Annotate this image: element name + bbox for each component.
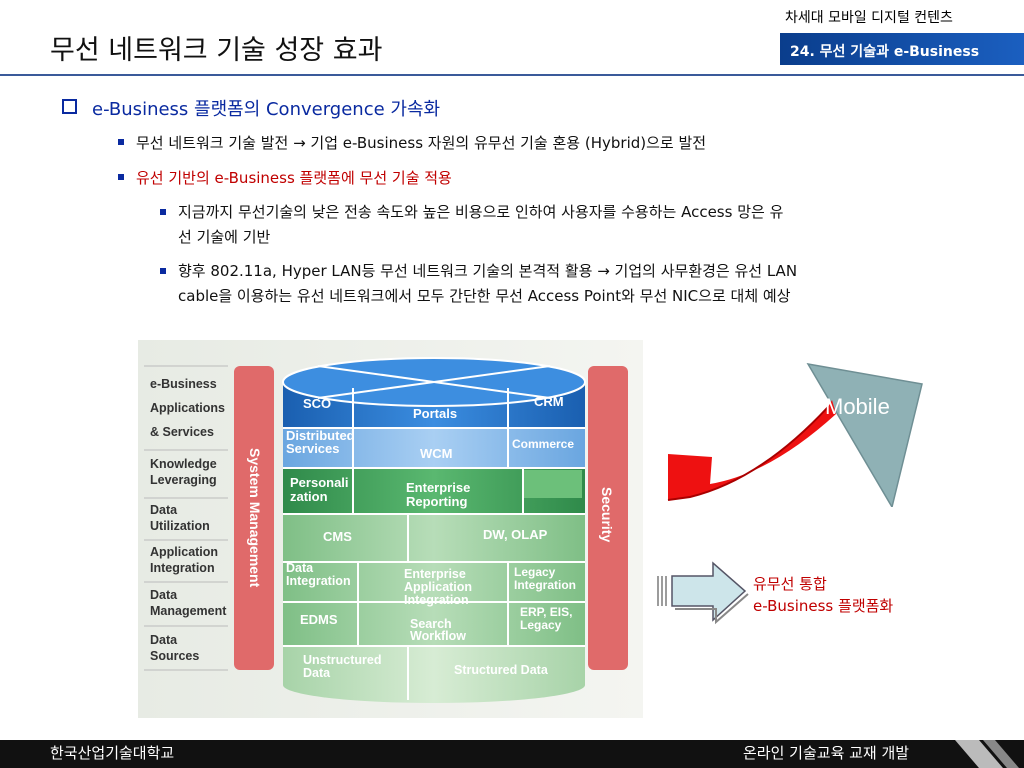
cell-erp: Legacy xyxy=(520,618,562,632)
cell-enterprise-reporting: Enterprise xyxy=(406,480,470,495)
subpoint-1-line2: 선 기술에 기반 xyxy=(178,228,271,246)
cell-eai: Enterprise xyxy=(404,567,466,581)
page-title: 무선 네트워크 기술 성장 효과 xyxy=(50,35,383,66)
cell-distributed: Services xyxy=(286,441,340,456)
cell-portals: Portals xyxy=(413,406,457,421)
mobile-label: Mobile xyxy=(825,394,890,419)
layer-label: Data xyxy=(150,588,178,602)
layer-label: Knowledge xyxy=(150,457,217,471)
square-bullet-icon xyxy=(118,139,124,145)
cell-unstructured: Unstructured xyxy=(303,653,381,667)
cell-legacy-integration: Legacy xyxy=(514,565,556,579)
mobile-triangle xyxy=(806,362,923,507)
layer-label: Management xyxy=(150,604,227,618)
footer-university: 한국산업기술대학교 xyxy=(50,744,175,762)
chapter-label: 24. 무선 기술과 e-Business xyxy=(790,44,980,60)
layer-labels: e-Business Applications & Services Knowl… xyxy=(144,365,228,671)
subpoint-1-line1: 지금까지 무선기술의 낮은 전송 속도와 높은 비용으로 인하여 사용자를 수용… xyxy=(178,203,784,221)
cell-erp: ERP, EIS, xyxy=(520,605,572,619)
subpoint-2: 향후 802.11a, Hyper LAN등 무선 네트워크 기술의 본격적 활… xyxy=(178,259,923,309)
cell-personalization: zation xyxy=(290,489,328,504)
platform-cylinder xyxy=(282,357,586,703)
layer-label: Sources xyxy=(150,649,199,663)
system-management-bar xyxy=(234,366,274,670)
result-line-2: e-Business 플랫폼화 xyxy=(753,597,894,615)
main-heading: e-Business 플랫폼의 Convergence 가속화 xyxy=(62,95,440,121)
footer-stripe xyxy=(955,740,1019,768)
cell-eai: Integration xyxy=(404,593,469,607)
layer-label: & Services xyxy=(150,425,214,439)
layer-label: Data xyxy=(150,503,178,517)
cell-personalization: Personali xyxy=(290,475,349,490)
cell-crm: CRM xyxy=(534,394,564,409)
main-heading-text: e-Business 플랫폼의 Convergence 가속화 xyxy=(92,99,441,120)
cell-sco: SCO xyxy=(303,396,331,411)
cell-edms: EDMS xyxy=(300,612,338,627)
red-arrow-icon xyxy=(668,400,836,500)
layer-label: Leveraging xyxy=(150,473,217,487)
square-bullet-icon xyxy=(118,174,124,180)
layer-label: Application xyxy=(150,545,218,559)
square-bullet-icon xyxy=(160,209,166,215)
cell-wcm: WCM xyxy=(420,446,453,461)
cell-enterprise-reporting: Reporting xyxy=(406,494,467,509)
square-bullet-icon xyxy=(160,268,166,274)
point-1: 무선 네트워크 기술 발전 → 기업 e-Business 자원의 유무선 기술… xyxy=(136,134,707,152)
cell-search-workflow: Workflow xyxy=(410,629,466,643)
right-arrow-icon xyxy=(657,561,749,625)
subpoint-1: 지금까지 무선기술의 낮은 전송 속도와 높은 비용으로 인하여 사용자를 수용… xyxy=(178,200,923,250)
result-line-1: 유무선 통합 xyxy=(753,575,827,593)
footer-bar xyxy=(0,740,1024,768)
subpoint-2-line1: 향후 802.11a, Hyper LAN등 무선 네트워크 기술의 본격적 활… xyxy=(178,262,798,280)
security-bar xyxy=(588,366,628,670)
cell-cms: CMS xyxy=(323,529,352,544)
ebusiness-platform-diagram: e-Business Applications & Services Knowl… xyxy=(138,340,643,718)
subpoint-2-line2: cable을 이용하는 유선 네트워크에서 모두 간단한 무선 Access P… xyxy=(178,287,791,305)
mobile-convergence-graphic: Mobile xyxy=(667,362,923,507)
cell-structured: Structured Data xyxy=(454,663,549,677)
point-2: 유선 기반의 e-Business 플랫폼에 무선 기술 적용 xyxy=(136,169,452,187)
cell-data-integration: Data xyxy=(286,561,314,575)
cell-dw-olap: DW, OLAP xyxy=(483,527,548,542)
checkbox-bullet-icon xyxy=(62,99,77,114)
layer-label: Integration xyxy=(150,561,215,575)
cell-eai: Application xyxy=(404,580,472,594)
cell-data-integration: Integration xyxy=(286,574,351,588)
chapter-banner xyxy=(780,33,1024,65)
header-divider xyxy=(0,74,1024,76)
layer-label: Data xyxy=(150,633,178,647)
convergence-result: 유무선 통합 e-Business 플랫폼화 xyxy=(753,573,893,617)
cell-commerce: Commerce xyxy=(512,437,574,451)
layer-label: Applications xyxy=(150,401,225,415)
footer-project: 온라인 기술교육 교재 개발 xyxy=(743,744,910,762)
course-name: 차세대 모바일 디지털 컨텐츠 xyxy=(785,10,953,26)
cell-unstructured: Data xyxy=(303,666,331,680)
cell-distributed: Distributed xyxy=(286,428,355,443)
cell-search-workflow: Search xyxy=(410,617,452,631)
security-label: Security xyxy=(599,487,615,542)
layer-label: Utilization xyxy=(150,519,210,533)
system-management-label: System Management xyxy=(247,448,263,588)
cell-legacy-integration: Integration xyxy=(514,578,576,592)
layer-label: e-Business xyxy=(150,377,217,391)
